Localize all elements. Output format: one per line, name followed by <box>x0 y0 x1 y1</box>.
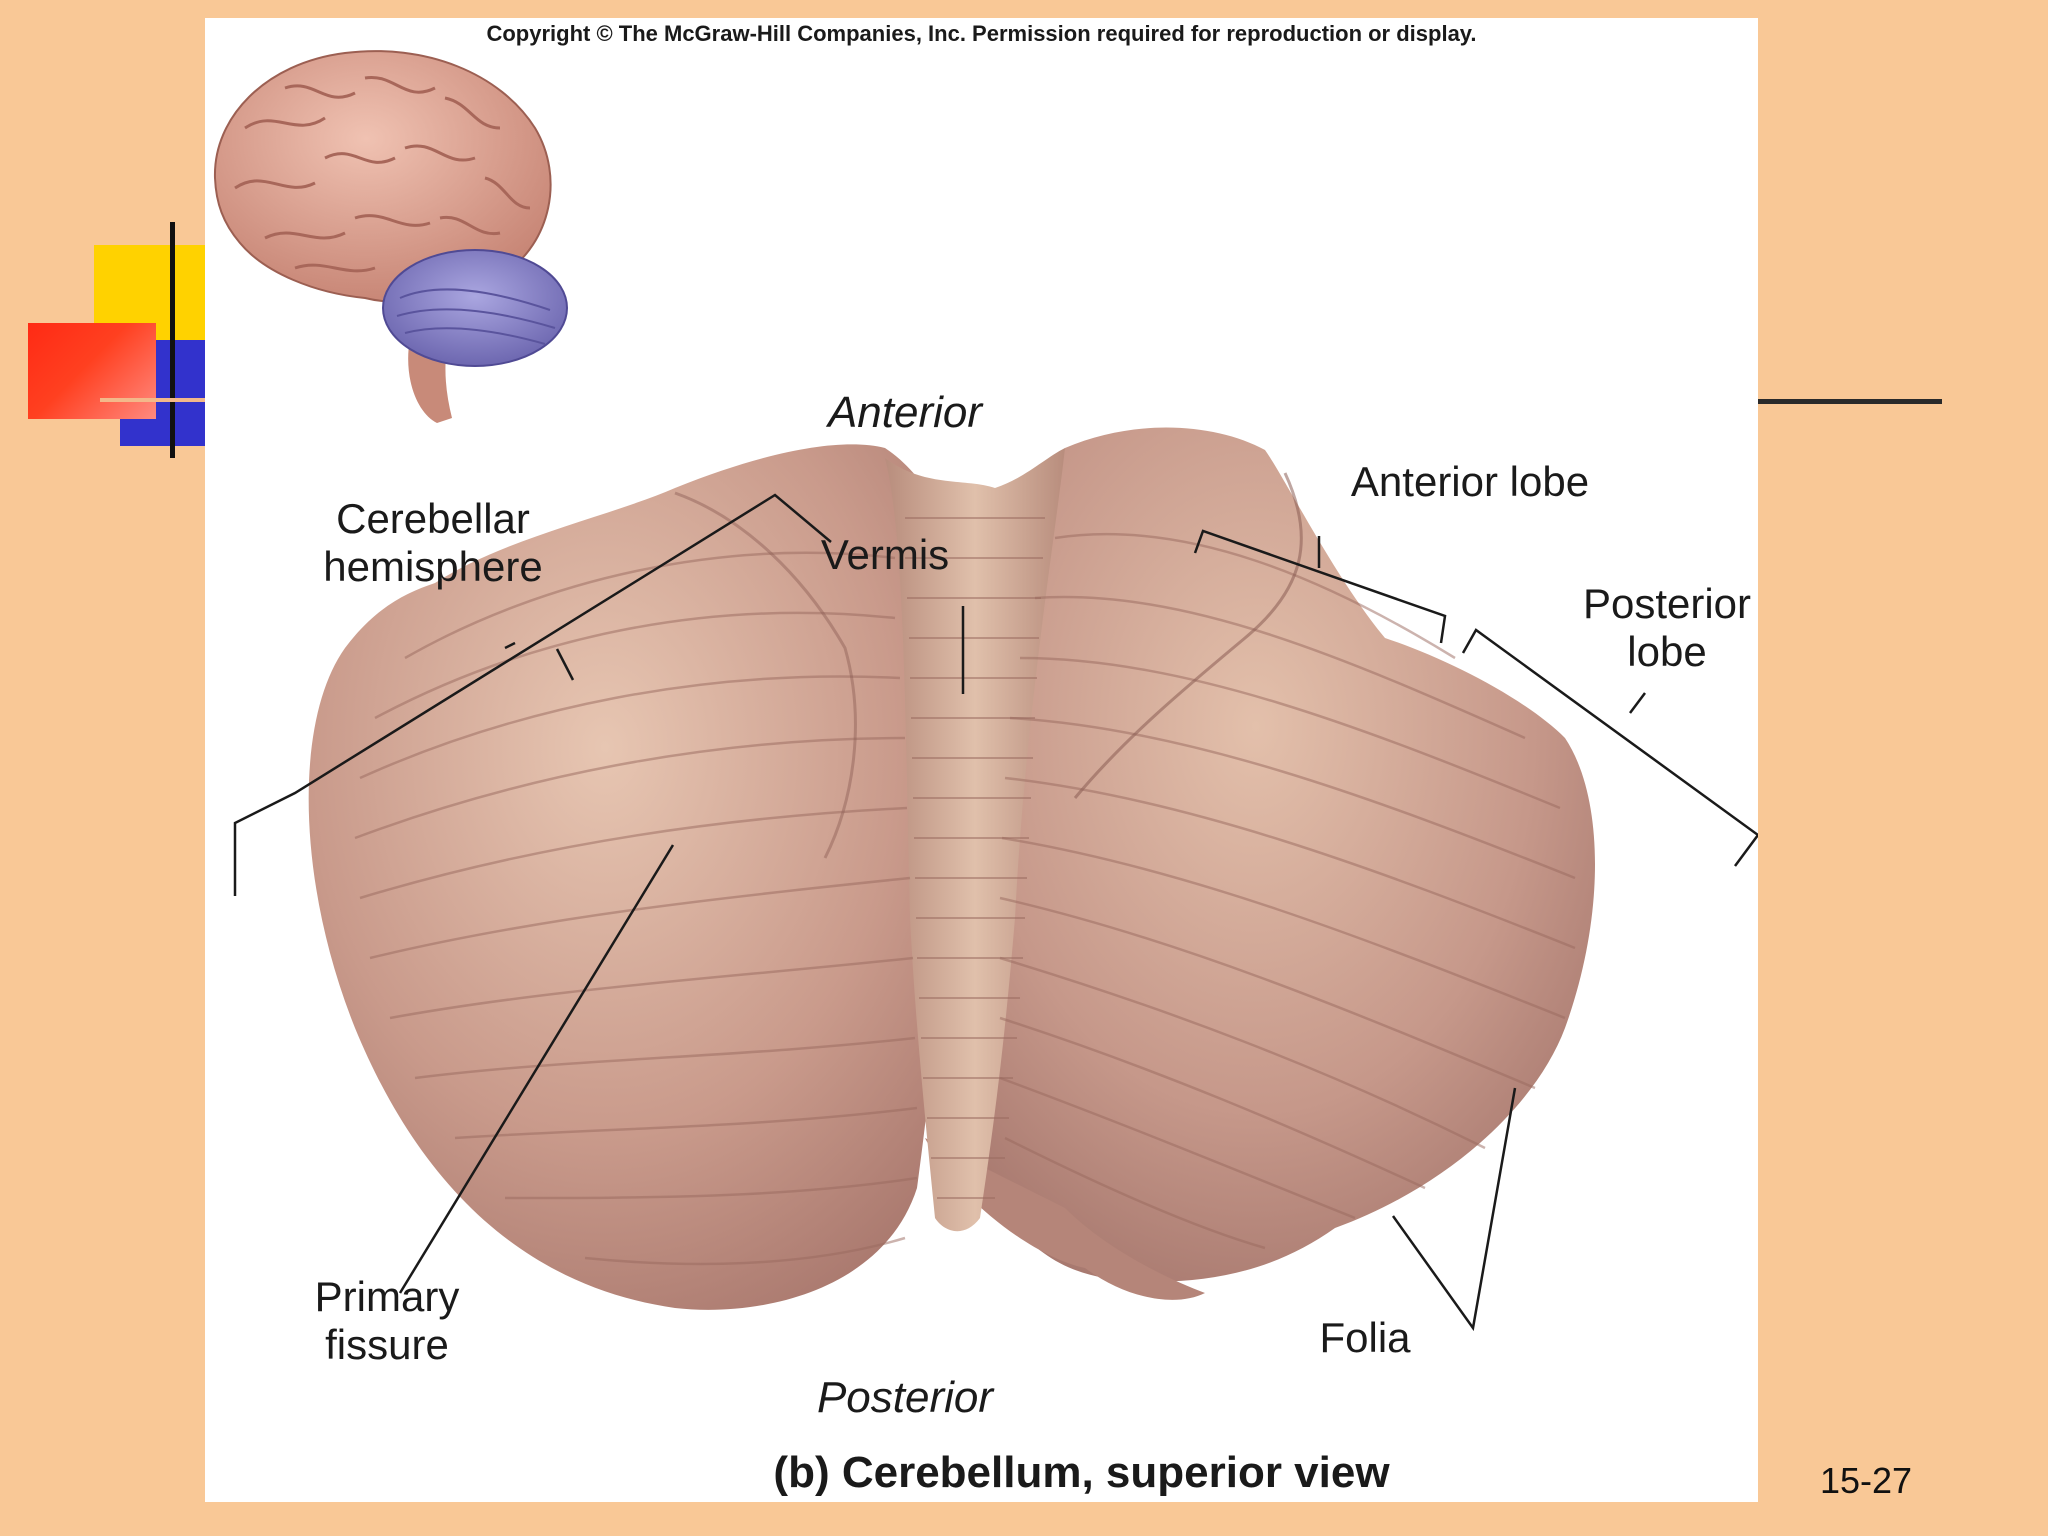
decor-horizontal-line-right <box>1758 399 1942 404</box>
anterior-lobe-label: Anterior lobe <box>1350 458 1590 505</box>
folia-label: Folia <box>1319 1314 1411 1361</box>
orientation-posterior-label: Posterior <box>816 1373 994 1422</box>
cerebellum-figure: Copyright © The McGraw-Hill Companies, I… <box>205 18 1758 1502</box>
label-leader-lines <box>233 493 1758 1332</box>
cerebellum-illustration <box>213 50 1758 1332</box>
cerebellar-hemisphere-label: Cerebellar hemisphere <box>323 495 543 591</box>
posterior-lobe-label: Posterior lobe <box>1582 580 1752 676</box>
brain-inset-image <box>213 50 568 423</box>
slide-page-number: 15-27 <box>1820 1460 1913 1501</box>
figure-caption: (b) Cerebellum, superior view <box>773 1448 1390 1497</box>
folia-leader <box>1391 1087 1517 1332</box>
posterior-lobe-leader <box>1629 692 1646 714</box>
anterior-lobe-bracket <box>1193 529 1447 644</box>
decor-horizontal-line-left <box>100 398 206 402</box>
orientation-anterior-label: Anterior <box>827 388 983 437</box>
vermis-label: Vermis <box>820 531 950 578</box>
decor-vertical-line <box>170 222 175 458</box>
primary-fissure-leader <box>398 844 675 1294</box>
primary-fissure-label: Primary fissure <box>314 1273 460 1369</box>
cerebellar-hemisphere-leader <box>555 648 575 681</box>
cerebellar-hemisphere-bracket <box>233 493 832 896</box>
posterior-lobe-bracket <box>1461 628 1758 867</box>
copyright-notice: Copyright © The McGraw-Hill Companies, I… <box>486 21 1477 46</box>
decor-red-square <box>28 323 156 419</box>
cerebellum-body <box>308 427 1595 1310</box>
